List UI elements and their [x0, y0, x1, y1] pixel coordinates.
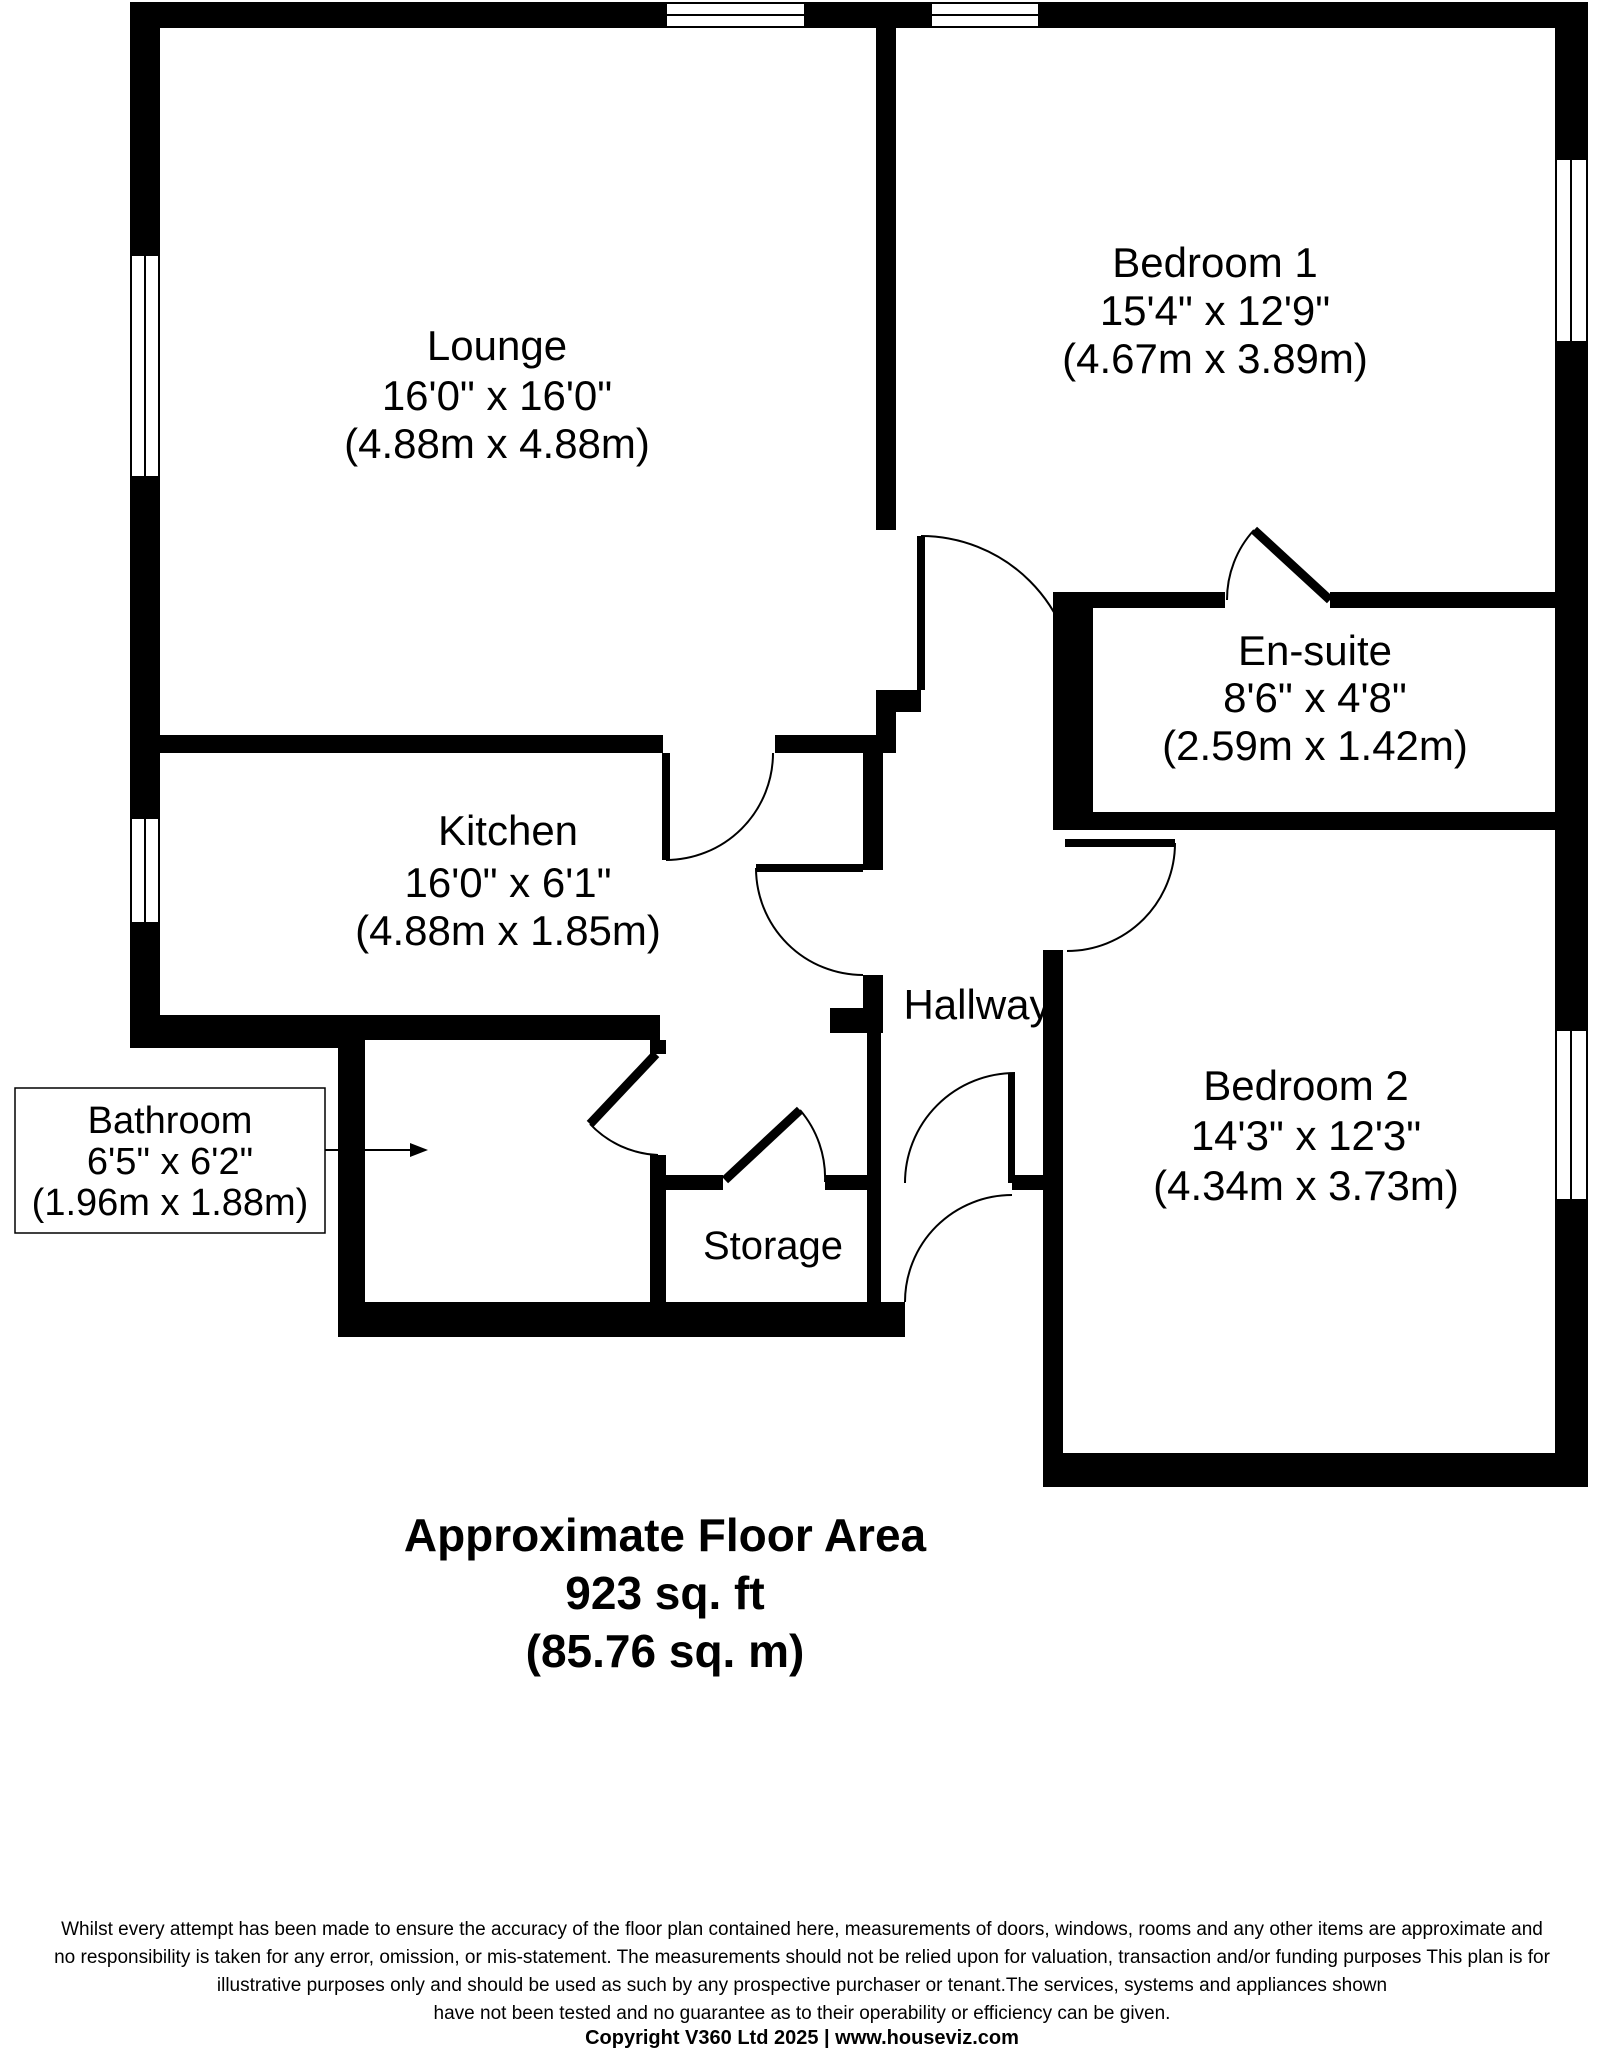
bedroom1-door-arc: [920, 535, 1076, 691]
bedroom2-dims-metric: (4.34m x 3.73m): [1153, 1162, 1459, 1209]
windows: [130, 2, 1588, 1201]
wall-bathroom-door-jamb: [650, 1040, 666, 1054]
wall-top-3: [1039, 2, 1588, 28]
floor-area-block: Approximate Floor Area 923 sq. ft (85.76…: [404, 1509, 927, 1677]
kitchen-dims-imperial: 16'0" x 6'1": [405, 859, 612, 906]
bathroom-door-leaf: [586, 1050, 660, 1128]
disclaimer-line-4: have not been tested and no guarantee as…: [434, 2003, 1171, 2024]
bathroom-dims-metric: (1.96m x 1.88m): [32, 1182, 309, 1224]
wall-hall-south-stub: [1012, 1175, 1043, 1190]
wall-ensuite-bottom: [1053, 812, 1588, 830]
bathroom-callout-box: [14, 1087, 326, 1234]
wall-storage-top-left: [666, 1175, 723, 1190]
bedroom2-dims-imperial: 14'3" x 12'3": [1191, 1112, 1421, 1159]
bathroom-dims-imperial: 6'5" x 6'2": [87, 1141, 253, 1183]
wall-left-1: [130, 2, 160, 255]
walls: [130, 2, 1588, 1487]
wall-right-2: [1555, 342, 1588, 1030]
wall-kitchen-right: [863, 753, 883, 870]
disclaimer-line-2: no responsibility is taken for any error…: [54, 1947, 1550, 1968]
kitchen-dims-metric: (4.88m x 1.85m): [355, 907, 661, 954]
hallway-label: Hallway: [903, 981, 1050, 1028]
wall-storage-right: [867, 1033, 881, 1302]
bedroom2-label: Bedroom 2: [1203, 1062, 1408, 1109]
wall-bathroom-left: [338, 1040, 365, 1337]
wall-bottom-left: [338, 1302, 905, 1337]
ensuite-door-leaf: [1250, 526, 1334, 604]
bedroom2-window-right: [1555, 1029, 1588, 1201]
bedroom1-dims-metric: (4.67m x 3.89m): [1062, 335, 1368, 382]
disclaimer-line-1: Whilst every attempt has been made to en…: [61, 1919, 1543, 1940]
room-labels: Lounge 16'0" x 16'0" (4.88m x 4.88m) Bed…: [344, 239, 1468, 1268]
hallway-door-leaf: [1008, 1073, 1015, 1183]
lounge-window-left: [130, 254, 160, 478]
wall-top-1: [130, 2, 666, 28]
bathroom-door-arc: [589, 1123, 659, 1156]
floor-area-sqm: (85.76 sq. m): [526, 1625, 805, 1677]
kitchen-door-leaf: [756, 864, 863, 872]
wall-ensuite-top-2: [1330, 592, 1557, 608]
storage-door-leaf: [721, 1106, 804, 1184]
bedroom1-door-leaf: [917, 536, 925, 690]
wall-lounge-bedroom1-divider: [876, 28, 896, 530]
bedroom1-window-top: [930, 2, 1040, 28]
floor-area-sqft: 923 sq. ft: [565, 1567, 764, 1619]
bedroom1-dims-imperial: 15'4" x 12'9": [1100, 287, 1330, 334]
lounge-door-arc: [665, 752, 774, 861]
wall-left-2: [130, 477, 160, 818]
wall-kitchen-top-1: [158, 735, 663, 753]
kitchen-window-left: [130, 817, 160, 924]
bathroom-arrow-head: [410, 1143, 428, 1157]
wall-kitchen-bottom-left: [130, 1015, 365, 1048]
wall-kitchen-bottom: [365, 1015, 660, 1040]
floor-area-title: Approximate Floor Area: [404, 1509, 927, 1561]
disclaimer-block: Whilst every attempt has been made to en…: [54, 1919, 1550, 2048]
wall-storage-top-right: [825, 1175, 867, 1190]
storage-door-arc: [799, 1109, 827, 1183]
wall-right-3: [1555, 1200, 1588, 1487]
ensuite-dims-imperial: 8'6" x 4'8": [1223, 674, 1407, 721]
lounge-dims-metric: (4.88m x 4.88m): [344, 420, 650, 467]
wall-kitchen-door-jamb: [863, 975, 883, 1020]
wall-top-2: [805, 2, 931, 28]
wall-bathroom-storage-divider: [650, 1155, 666, 1302]
wall-kitchen-top-2: [775, 735, 883, 753]
lounge-window-top: [665, 2, 806, 28]
lounge-label: Lounge: [427, 322, 567, 369]
bedroom1-label: Bedroom 1: [1112, 239, 1317, 286]
wall-ensuite-top-1: [1093, 592, 1225, 608]
bedroom1-window-right: [1555, 158, 1588, 343]
kitchen-label: Kitchen: [438, 807, 578, 854]
wall-right-1: [1555, 2, 1588, 159]
hallway-door-arc: [904, 1072, 1016, 1184]
wall-bedroom1-stub: [876, 690, 921, 712]
lounge-door-leaf: [662, 753, 670, 860]
copyright-line: Copyright V360 Ltd 2025 | www.houseviz.c…: [585, 2027, 1019, 2048]
wall-bedroom2-bottom: [1043, 1453, 1588, 1487]
front-door-arc: [904, 1194, 1013, 1303]
bathroom-label: Bathroom: [88, 1100, 253, 1142]
wall-bedroom2-left: [1043, 950, 1063, 1487]
bathroom-callout: Bathroom 6'5" x 6'2" (1.96m x 1.88m): [14, 1087, 428, 1234]
ensuite-label: En-suite: [1238, 627, 1392, 674]
doors: [586, 526, 1334, 1303]
storage-label: Storage: [703, 1224, 843, 1268]
disclaimer-line-3: illustrative purposes only and should be…: [217, 1975, 1387, 1996]
wall-ensuite-west: [1053, 592, 1093, 830]
bedroom2-door-arc: [1066, 842, 1176, 952]
lounge-dims-imperial: 16'0" x 16'0": [382, 372, 612, 419]
bedroom2-door-leaf: [1065, 839, 1175, 847]
ensuite-door-arc: [1225, 529, 1255, 601]
kitchen-door-arc: [755, 867, 864, 976]
ensuite-dims-metric: (2.59m x 1.42m): [1162, 722, 1468, 769]
